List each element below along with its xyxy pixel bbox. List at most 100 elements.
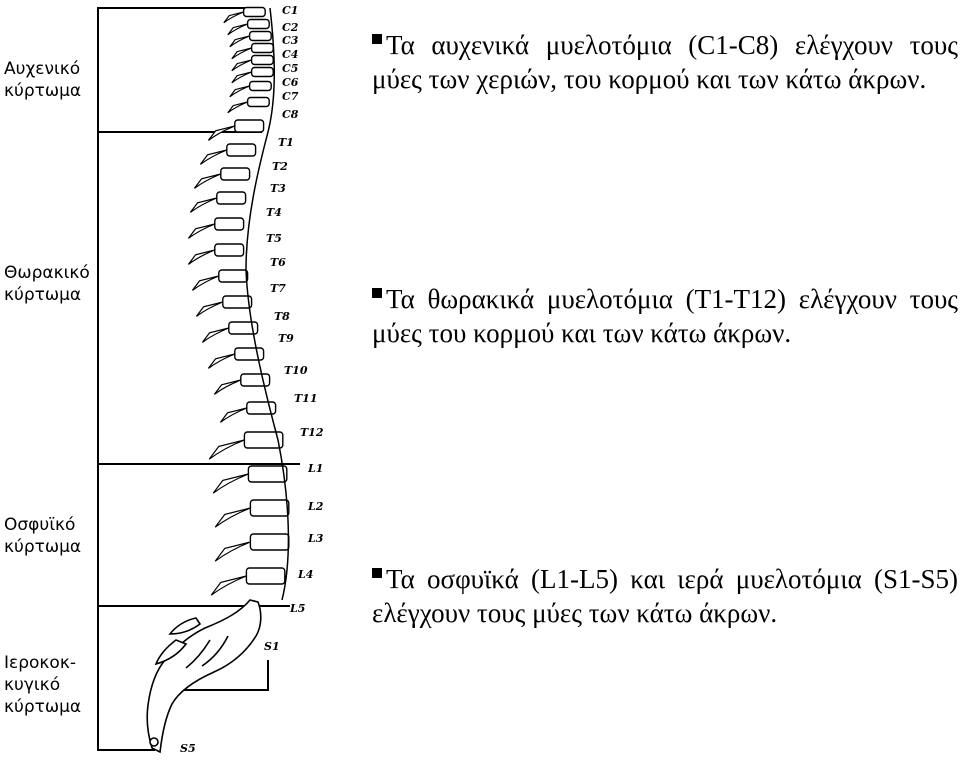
vertebra-body-l3 — [249, 499, 290, 517]
vertebra-body-t6 — [214, 243, 245, 257]
spinous-process-t8 — [195, 301, 224, 317]
spinous-process-t5 — [187, 223, 216, 239]
spinous-process-l4 — [214, 541, 251, 562]
cervical-bullet-text: Τα αυχενικά μυελοτόμια (C1-C8) ελέγχουν … — [372, 30, 958, 94]
bullet-square-icon — [372, 288, 382, 298]
vertebra-label-c8: C8 — [282, 108, 299, 121]
vertebra-body-c4 — [250, 42, 274, 54]
vertebra-body-t10 — [234, 347, 265, 361]
sacrococcygeal-curve-label: Ιεροκοκ- κυγικό κύρτωμα — [4, 652, 81, 718]
spinous-process-c4 — [231, 47, 252, 60]
vertebra-body-c6 — [250, 66, 274, 78]
thoracic-label-line1: Θωρακικό — [4, 263, 90, 283]
cervical-curve-label: Αυχενικό κύρτωμα — [4, 58, 81, 102]
spinous-process-t10 — [207, 353, 236, 369]
spinous-process-c7 — [229, 85, 250, 98]
vertebra-label-c7: C7 — [282, 90, 299, 103]
vertebra-body-c5 — [250, 54, 274, 66]
vertebra-body-l2 — [247, 465, 288, 483]
vertebra-label-c2: C2 — [282, 21, 299, 34]
vertebra-body-t2 — [226, 143, 257, 157]
spinous-process-t9 — [201, 327, 230, 343]
cervical-bracket — [97, 7, 262, 133]
cervical-label-line2: κύρτωμα — [4, 81, 82, 101]
cervical-bullet: Τα αυχενικά μυελοτόμια (C1-C8) ελέγχουν … — [372, 28, 958, 96]
vertebra-label-t2: T2 — [272, 160, 288, 173]
spinous-process-l3 — [214, 507, 251, 528]
thoracic-label-line2: κύρτωμα — [4, 285, 82, 305]
spinous-process-t7 — [191, 275, 220, 291]
vertebra-label-t12: T12 — [300, 426, 324, 439]
spinous-process-c6 — [231, 71, 252, 84]
lumbar-curve-label: Οσφυϊκό κύρτωμα — [4, 514, 81, 558]
vertebra-body-c7 — [248, 80, 272, 92]
vertebra-body-l5 — [245, 567, 286, 585]
spinous-process-t1 — [207, 125, 236, 141]
sacral-label-line2: κυγικό — [4, 675, 61, 695]
vertebra-body-t3 — [220, 167, 251, 181]
region-brackets — [97, 7, 300, 751]
vertebra-body-t5 — [214, 217, 245, 231]
lumbar-sacral-bullet: Τα οσφυϊκά (L1-L5) και ιερά μυελοτόμια (… — [372, 562, 958, 630]
spinous-process-t3 — [193, 173, 222, 189]
sacrum-shape — [146, 599, 262, 754]
vertebra-label-t9: T9 — [278, 332, 294, 345]
spinous-process-l5 — [210, 575, 247, 596]
spinous-process-c5 — [231, 59, 252, 72]
vertebra-label-l5: L5 — [289, 602, 305, 615]
vertebra-label-t10: T10 — [284, 364, 308, 377]
vertebra-label-l3: L3 — [307, 532, 324, 545]
spinous-process-t11 — [213, 379, 242, 395]
vertebra-body-t11 — [240, 373, 271, 387]
bullet-square-icon — [372, 34, 382, 44]
thoracic-bullet-text: Τα θωρακικά μυελοτόμια (T1-T12) ελέγχουν… — [372, 284, 958, 348]
bullet-square-icon — [372, 568, 382, 578]
spinous-process-t12 — [219, 407, 248, 423]
vertebra-label-t1: T1 — [278, 136, 294, 149]
vertebra-body-c8 — [246, 96, 270, 108]
vertebral-column — [187, 6, 290, 601]
vertebra-body-l4 — [249, 533, 290, 551]
spinous-process-l2 — [212, 473, 249, 494]
spinous-process-t2 — [199, 149, 228, 165]
vertebra-body-c1 — [242, 6, 266, 18]
spinous-process-c3 — [229, 35, 250, 48]
vertebra-label-c1: C1 — [282, 4, 298, 17]
spinal-canal-outline — [245, 7, 290, 601]
vertebra-label-t5: T5 — [266, 232, 282, 245]
spinous-process-l1 — [208, 439, 245, 460]
vertebra-label-l1: L1 — [307, 462, 323, 475]
vertebra-label-t3: T3 — [270, 182, 286, 195]
spinous-process-t4 — [189, 197, 218, 213]
sacral-label-line1: Ιεροκοκ- — [4, 653, 76, 673]
lumbar-label-line1: Οσφυϊκό — [4, 515, 76, 535]
sacral-label-line3: κύρτωμα — [4, 697, 82, 717]
thoracic-curve-label: Θωρακικό κύρτωμα — [4, 262, 90, 306]
lumbar-label-line2: κύρτωμα — [4, 537, 82, 557]
vertebra-label-s5: S5 — [180, 742, 196, 755]
spinous-process-c1 — [223, 11, 244, 24]
sacral-pointer — [180, 660, 269, 691]
vertebra-label-s1: S1 — [264, 640, 280, 653]
vertebra-body-t7 — [218, 269, 249, 283]
vertebra-label-c3: C3 — [282, 34, 299, 47]
vertebra-body-c3 — [248, 30, 272, 42]
spine-diagram: C1C2C3C4C5C6C7C8T1T2T3T4T5T6T7T8T9T10T11… — [97, 4, 324, 755]
thoracic-bullet: Τα θωρακικά μυελοτόμια (T1-T12) ελέγχουν… — [372, 282, 958, 350]
vertebra-label-l2: L2 — [307, 500, 324, 513]
vertebra-label-l4: L4 — [297, 568, 313, 581]
spinous-process-c2 — [227, 23, 248, 36]
lumbar-sacral-bullet-text: Τα οσφυϊκά (L1-L5) και ιερά μυελοτόμια (… — [372, 564, 958, 628]
vertebra-body-t1 — [234, 119, 265, 133]
spinous-process-t6 — [187, 249, 216, 265]
vertebra-label-t8: T8 — [274, 310, 290, 323]
vertebra-label-t11: T11 — [294, 392, 318, 405]
vertebra-body-t8 — [222, 295, 253, 309]
vertebra-label-c5: C5 — [282, 62, 298, 75]
vertebra-label-t6: T6 — [270, 256, 286, 269]
vertebra-body-t4 — [216, 191, 247, 205]
vertebra-body-c2 — [246, 18, 270, 30]
sacral-bracket — [97, 606, 155, 751]
cervical-label-line1: Αυχενικό — [4, 59, 81, 79]
vertebra-label-t7: T7 — [270, 282, 286, 295]
